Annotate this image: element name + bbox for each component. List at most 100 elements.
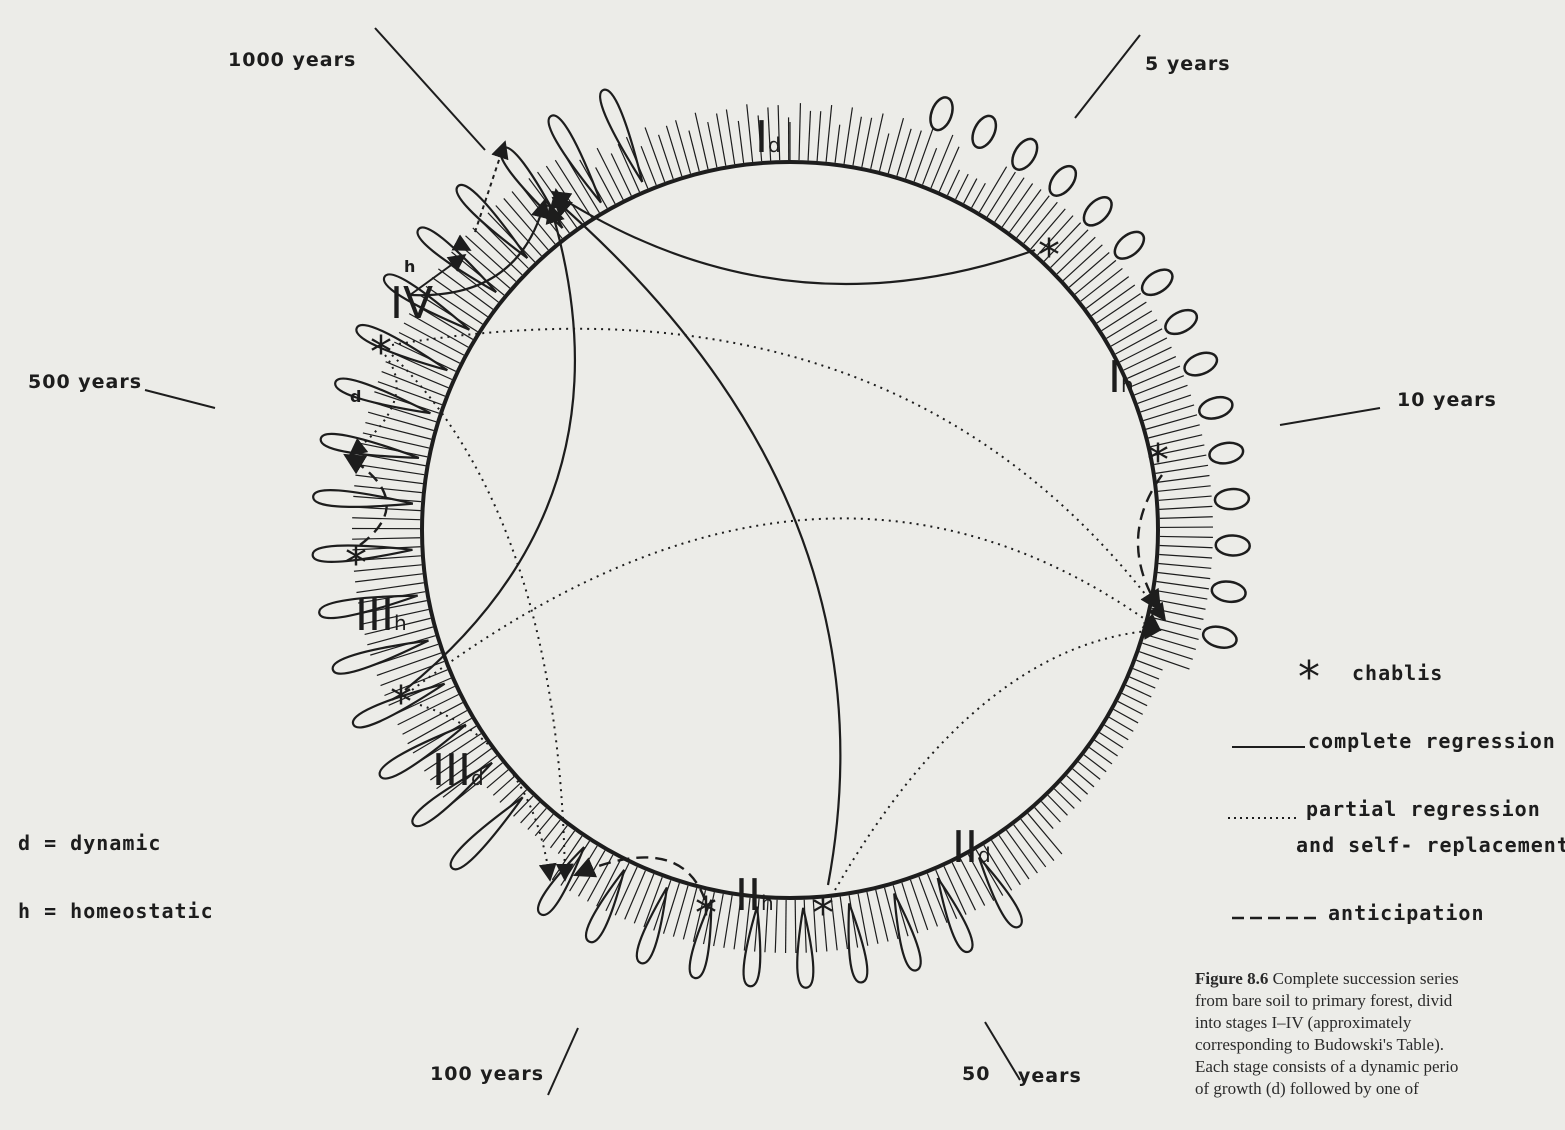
vegetation-stroke: [1159, 496, 1212, 500]
vegetation-stroke: [1111, 320, 1157, 346]
vegetation-band: [313, 90, 1250, 988]
vegetation-stroke: [1136, 660, 1162, 670]
arrow-iih-to-id: [553, 198, 840, 885]
legend-partial-label: partial regression: [1306, 797, 1541, 821]
vegetation-stroke: [618, 144, 639, 192]
tree-crown: [1181, 348, 1220, 379]
vegetation-stroke: [357, 465, 424, 475]
tree-form: [637, 887, 667, 963]
legend-partial-label-2: and self- replacement: [1296, 833, 1565, 857]
anticipation-arrows: [345, 455, 1162, 900]
vegetation-stroke: [1124, 347, 1172, 370]
caption-line-6: of growth (d) followed by one of: [1195, 1078, 1560, 1100]
legend-h-definition: h = homeostatic: [18, 899, 214, 923]
tree-form: [549, 115, 601, 202]
vegetation-stroke: [579, 850, 606, 896]
chablis-star-ih: *: [1147, 435, 1169, 486]
vegetation-stroke: [919, 877, 937, 927]
vegetation-stroke: [914, 128, 933, 181]
vegetation-stroke: [786, 900, 787, 953]
tree-crown: [1161, 305, 1200, 339]
caption-figure-number: Figure 8.6: [1195, 969, 1268, 988]
vegetation-stroke: [1133, 669, 1159, 679]
vegetation-stroke: [352, 518, 420, 520]
caption-line-2: from bare soil to primary forest, divid: [1195, 990, 1560, 1012]
vegetation-stroke: [804, 900, 806, 953]
label-50-years-unit: years: [1018, 1065, 1082, 1087]
vegetation-stroke: [645, 127, 665, 181]
vegetation-stroke: [888, 118, 903, 173]
vegetation-stroke: [1126, 685, 1151, 697]
tree-crown: [1201, 623, 1239, 651]
vegetation-stroke: [948, 170, 960, 195]
vegetation-stroke: [1109, 717, 1133, 731]
legend-d-definition: d = dynamic: [18, 831, 161, 855]
vegetation-stroke: [1097, 293, 1141, 323]
stage-iii-d: IIId: [432, 745, 484, 796]
vegetation-stroke: [1134, 376, 1183, 395]
vegetation-stroke: [1158, 486, 1211, 492]
vegetation-stroke: [1156, 581, 1208, 588]
stage-iv: IV: [390, 278, 433, 329]
vegetation-stroke: [835, 125, 840, 163]
vegetation-stroke: [1142, 643, 1192, 659]
vegetation-stroke: [717, 114, 726, 166]
label-100-years: 100 years: [430, 1063, 544, 1085]
tree-crown: [1208, 440, 1245, 466]
tree-form: [586, 870, 624, 942]
tree-crown: [968, 112, 1001, 151]
legend-anticipation-label: anticipation: [1328, 901, 1485, 925]
vegetation-stroke: [862, 118, 872, 167]
vegetation-stroke: [368, 412, 433, 430]
vegetation-stroke: [552, 836, 582, 880]
vegetation-stroke: [817, 111, 821, 161]
vegetation-stroke: [355, 475, 422, 484]
vegetation-stroke: [747, 104, 753, 162]
arrow-iv-star-to-ih: [392, 329, 1165, 620]
label-50: 50: [962, 1063, 990, 1085]
vegetation-stroke: [964, 179, 977, 204]
legend: * chablis complete regression partial re…: [18, 652, 1565, 925]
tree-crown: [926, 94, 956, 133]
caption-line-1: Figure 8.6 Complete succession series: [1195, 968, 1560, 990]
vegetation-stroke: [561, 841, 590, 886]
stage-ii-d: IId: [952, 822, 991, 873]
vegetation-stroke: [1141, 395, 1191, 412]
vegetation-stroke: [724, 895, 732, 947]
vegetation-stroke: [979, 167, 1006, 213]
tree-form: [894, 893, 921, 970]
vegetation-stroke: [876, 890, 888, 942]
vegetation-stroke: [1002, 183, 1032, 226]
vegetation-stroke: [799, 103, 800, 160]
vegetation-stroke: [1130, 677, 1156, 688]
vegetation-stroke: [867, 892, 878, 944]
tree-form: [538, 847, 584, 915]
vegetation-stroke: [931, 135, 953, 188]
vegetation-stroke: [1138, 385, 1188, 403]
tree-form: [600, 90, 642, 182]
vegetation-stroke: [880, 133, 889, 171]
label-500-years: 500 years: [28, 371, 142, 393]
tree-crown: [1210, 579, 1246, 604]
tree-form: [313, 490, 413, 507]
small-letter-h: h: [404, 257, 415, 276]
label-1000-years: 1000 years: [228, 49, 356, 71]
vegetation-stroke: [354, 486, 422, 493]
tree-form: [797, 908, 813, 988]
vegetation-stroke: [676, 120, 691, 173]
vegetation-stroke: [1115, 329, 1162, 354]
legend-chablis-label: chablis: [1352, 661, 1443, 685]
vegetation-stroke: [726, 110, 734, 165]
vegetation-stroke: [858, 894, 868, 946]
vegetation-stroke: [853, 117, 861, 166]
chablis-star-iiih: *: [345, 538, 367, 589]
tree-form: [849, 903, 868, 982]
vegetation-stroke: [775, 900, 777, 953]
vegetation-stroke: [1106, 311, 1151, 338]
vegetation-stroke: [1159, 506, 1212, 509]
tree-crown: [1197, 394, 1235, 423]
chablis-star-iiid: *: [390, 677, 412, 728]
vegetation-stroke: [1118, 701, 1143, 714]
chablis-star-iih-right: *: [812, 888, 834, 939]
